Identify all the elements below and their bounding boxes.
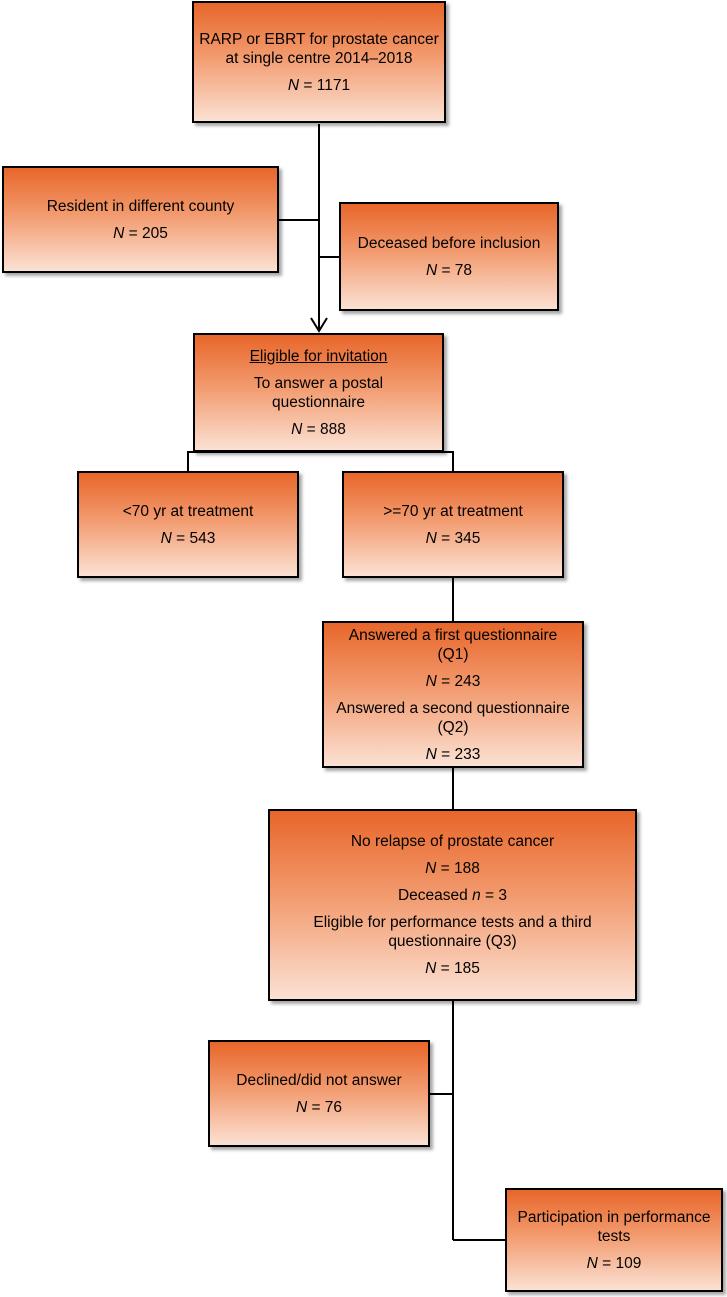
box-70-or-over: >=70 yr at treatment N = 345 xyxy=(342,471,564,578)
under70-count: N = 543 xyxy=(160,529,216,547)
resident-label: Resident in different county xyxy=(46,197,235,215)
answered-q1-line1: Answered a first questionnaire xyxy=(348,626,558,644)
no-relapse-eligible-line1: Eligible for performance tests and a thi… xyxy=(313,914,592,931)
arrowhead xyxy=(310,317,328,333)
participation-count: N = 109 xyxy=(586,1254,642,1272)
declined-count: N = 76 xyxy=(295,1098,343,1116)
box-eligible-for-invitation: Eligible for invitation To answer a post… xyxy=(193,333,444,452)
no-relapse-eligible-count: N = 185 xyxy=(425,960,480,977)
start-line1: RARP or EBRT for prostate cancer xyxy=(199,30,439,48)
eligible-line1: To answer a postal xyxy=(253,374,384,392)
answered-q2-count: N = 233 xyxy=(425,745,481,763)
eligible-line2: questionnaire xyxy=(271,393,366,411)
participation-line2: tests xyxy=(597,1227,631,1245)
box-under-70: <70 yr at treatment N = 543 xyxy=(77,471,299,578)
box-participation: Participation in performance tests N = 1… xyxy=(505,1188,723,1292)
box-answered-questionnaires: Answered a first questionnaire (Q1) N = … xyxy=(322,621,584,768)
resident-count: N = 205 xyxy=(113,224,168,242)
eligible-count: N = 888 xyxy=(291,420,346,438)
box-deceased-before-inclusion: Deceased before inclusion N = 78 xyxy=(339,202,559,311)
deceased-before-label: Deceased before inclusion xyxy=(357,234,541,252)
start-count: N = 1171 xyxy=(287,76,351,94)
connector-eligible-split xyxy=(187,451,454,473)
over70-label: >=70 yr at treatment xyxy=(383,502,523,520)
answered-q1-line2: (Q1) xyxy=(437,645,469,663)
box-start: RARP or EBRT for prostate cancer at sing… xyxy=(192,1,446,123)
start-line2: at single centre 2014–2018 xyxy=(225,49,413,67)
eligible-title: Eligible for invitation xyxy=(249,347,388,365)
no-relapse-title: No relapse of prostate cancer xyxy=(350,833,555,850)
box-resident-different-county: Resident in different county N = 205 xyxy=(2,166,279,273)
box-no-relapse: No relapse of prostate cancer N = 188 De… xyxy=(268,809,637,1001)
under70-label: <70 yr at treatment xyxy=(122,502,254,520)
answered-q2-line1: Answered a second questionnaire xyxy=(336,699,570,717)
answered-q2-line2: (Q2) xyxy=(437,718,469,736)
over70-count: N = 345 xyxy=(425,529,481,547)
answered-q1-count: N = 243 xyxy=(425,672,481,690)
box-declined: Declined/did not answer N = 76 xyxy=(208,1040,430,1147)
no-relapse-count: N = 188 xyxy=(425,860,480,877)
no-relapse-eligible-line2: questionnaire (Q3) xyxy=(388,933,517,950)
participation-line1: Participation in performance xyxy=(517,1208,711,1226)
declined-label: Declined/did not answer xyxy=(236,1071,402,1089)
no-relapse-deceased: Deceased n = 3 xyxy=(397,887,508,904)
deceased-before-count: N = 78 xyxy=(425,261,473,279)
